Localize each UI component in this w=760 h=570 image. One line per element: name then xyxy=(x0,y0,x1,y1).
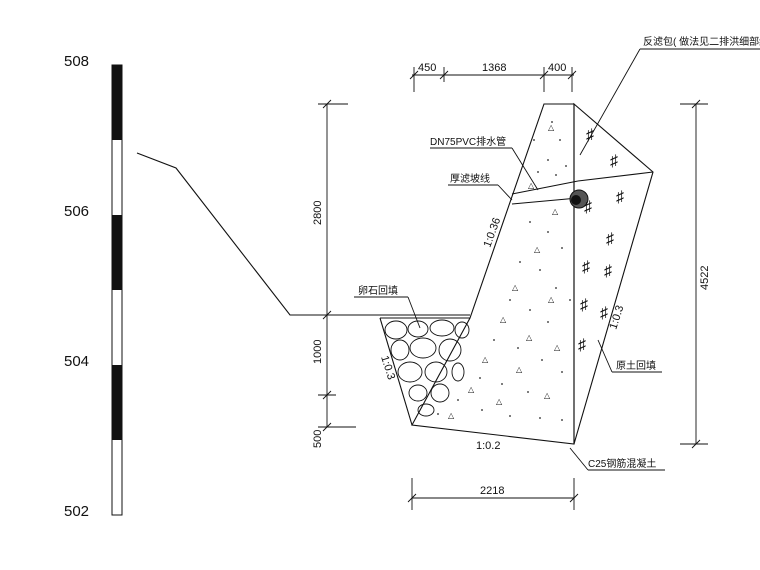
label-concrete: C25钢筋混凝土 xyxy=(588,457,656,470)
svg-text:♯: ♯ xyxy=(578,337,586,354)
label-filter-bag: 反滤包( 做法见二排洪细部结构 xyxy=(643,35,760,48)
dim-top-middle: 1368 xyxy=(482,62,506,74)
svg-text:△: △ xyxy=(448,411,455,420)
svg-text:△: △ xyxy=(526,333,533,342)
svg-text:△: △ xyxy=(496,397,503,406)
svg-text:♯: ♯ xyxy=(604,263,612,280)
dim-height-middle: 1000 xyxy=(312,340,324,364)
left-vertical-dimension xyxy=(318,99,356,432)
elevation-scale-bar xyxy=(111,64,123,516)
svg-text:△: △ xyxy=(468,385,475,394)
svg-text:△: △ xyxy=(528,181,535,190)
svg-text:△: △ xyxy=(554,343,561,352)
label-riprap-backfill: 卵石回填 xyxy=(358,284,398,297)
svg-text:△: △ xyxy=(512,283,519,292)
concrete-stipple: △ △ △ △ △ △ △ △ △ △ △ △ △ △ △ xyxy=(437,121,571,421)
dim-height-upper: 2800 xyxy=(312,201,324,225)
riprap-left-edge xyxy=(379,317,413,426)
svg-text:♯: ♯ xyxy=(606,231,614,248)
svg-text:♯: ♯ xyxy=(616,189,624,206)
scale-bar-segment-2 xyxy=(112,215,122,290)
dim-height-lower: 500 xyxy=(312,430,324,448)
svg-text:♯: ♯ xyxy=(584,199,592,216)
svg-text:△: △ xyxy=(552,207,559,216)
top-dimension xyxy=(409,67,577,92)
scale-bar-segment-1 xyxy=(112,65,122,140)
svg-text:♯: ♯ xyxy=(610,153,618,170)
drain-outlet-icon xyxy=(571,195,581,205)
svg-text:△: △ xyxy=(548,295,555,304)
right-vertical-dimension xyxy=(680,99,708,449)
scale-bar-segment-3 xyxy=(112,365,122,440)
filter-layer-line xyxy=(577,171,654,182)
soil-hatch-marks: ♯ ♯ ♯ ♯ ♯ ♯ ♯ ♯ ♯ ♯ xyxy=(578,127,624,354)
dim-base-width: 2218 xyxy=(480,485,504,497)
leader-lines xyxy=(354,48,760,471)
dim-top-left: 450 xyxy=(418,62,436,74)
ground-profile-line xyxy=(136,152,470,316)
soil-backfill-area xyxy=(573,102,654,445)
svg-text:♯: ♯ xyxy=(580,297,588,314)
dim-top-right: 400 xyxy=(548,62,566,74)
svg-text:♯: ♯ xyxy=(582,259,590,276)
drain-pipe-top xyxy=(511,180,579,195)
drain-pipe-bottom xyxy=(511,197,579,205)
riprap-backfill-area xyxy=(379,317,470,426)
elevation-label-508: 508 xyxy=(64,53,89,70)
bottom-dimension xyxy=(407,478,579,510)
label-soil-backfill: 原土回填 xyxy=(616,359,656,372)
svg-text:△: △ xyxy=(516,365,523,374)
concrete-wall-body xyxy=(411,103,575,445)
slope-base: 1:0.2 xyxy=(476,440,500,452)
svg-text:△: △ xyxy=(500,315,507,324)
label-gradient-line: 厚滤坡线 xyxy=(450,172,490,185)
elevation-label-504: 504 xyxy=(64,353,89,370)
svg-text:♯: ♯ xyxy=(586,127,594,144)
slope-back-face: 1:0.3 xyxy=(607,304,626,331)
svg-text:♯: ♯ xyxy=(600,305,608,322)
label-drain-pipe: DN75PVC排水管 xyxy=(430,135,506,148)
svg-text:△: △ xyxy=(544,391,551,400)
dim-total-height: 4522 xyxy=(699,266,711,290)
svg-text:△: △ xyxy=(482,355,489,364)
svg-text:△: △ xyxy=(548,123,555,132)
elevation-label-502: 502 xyxy=(64,503,89,520)
elevation-label-506: 506 xyxy=(64,203,89,220)
svg-text:△: △ xyxy=(534,245,541,254)
